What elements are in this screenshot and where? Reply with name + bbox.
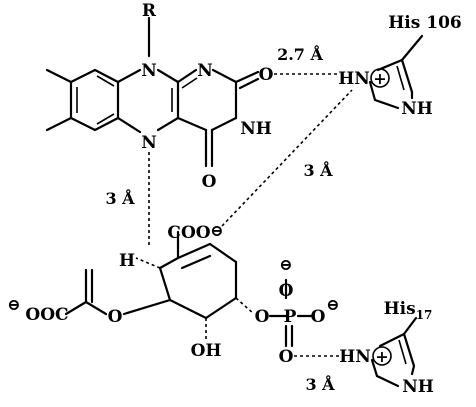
his17-nh-label: NH xyxy=(402,377,434,397)
his17-plus-sign: + xyxy=(375,347,388,366)
o4-label: O xyxy=(202,172,217,192)
coo-his106-hbond xyxy=(221,89,353,227)
n5-label: N xyxy=(141,133,157,153)
oh-label: OH xyxy=(191,341,222,361)
his106-hn-label: HN xyxy=(338,69,370,89)
his17-hn-label: HN xyxy=(339,347,371,367)
o2-label: O xyxy=(259,65,274,85)
ether-o-label: O xyxy=(108,307,123,327)
n1-label: N xyxy=(197,61,213,81)
phosphate-link-o-label: O xyxy=(255,307,270,327)
his106-plus-sign: + xyxy=(373,69,386,88)
distance-n5-substrate: 3 Å xyxy=(105,187,135,208)
ooc-minus-charge: ⊖ xyxy=(7,295,20,314)
coo-minus-charge: ⊖ xyxy=(210,221,223,240)
his106-plus-charge xyxy=(370,68,390,88)
coo-label: COO xyxy=(167,223,210,243)
his17-label: His17 xyxy=(384,299,433,322)
distance-phosphate-his17: 3 Å xyxy=(305,373,335,394)
phosphate-right-minus: ⊖ xyxy=(326,295,339,314)
distance-his106-o2: 2.7 Å xyxy=(277,43,323,64)
h-label: H xyxy=(119,251,135,271)
r-group-label: R xyxy=(142,1,157,21)
n10-label: N xyxy=(141,61,157,81)
n3h-label: NH xyxy=(240,119,272,139)
his106-imidazole xyxy=(368,34,424,110)
his17-plus-charge xyxy=(372,346,392,366)
ooc-label: OOC xyxy=(25,305,68,325)
flavin-ring-system xyxy=(45,16,260,168)
his17-imidazole xyxy=(370,316,418,388)
phosphate-right-o-label: O xyxy=(311,307,326,327)
his17-label-main: His xyxy=(384,299,416,319)
phosphate-top-minus: ⊖ xyxy=(279,255,292,274)
phosphate-top-o-label: O xyxy=(279,281,294,301)
his17-label-subscript: 17 xyxy=(416,308,433,322)
his106-nh-label: NH xyxy=(401,99,433,119)
his106-label: His 106 xyxy=(388,13,462,33)
substrate-ring xyxy=(64,230,314,348)
phosphate-bottom-o-label: O xyxy=(279,347,294,367)
phosphorus-label: P xyxy=(284,307,297,327)
distance-coo-his106: 3 Å xyxy=(303,159,333,180)
